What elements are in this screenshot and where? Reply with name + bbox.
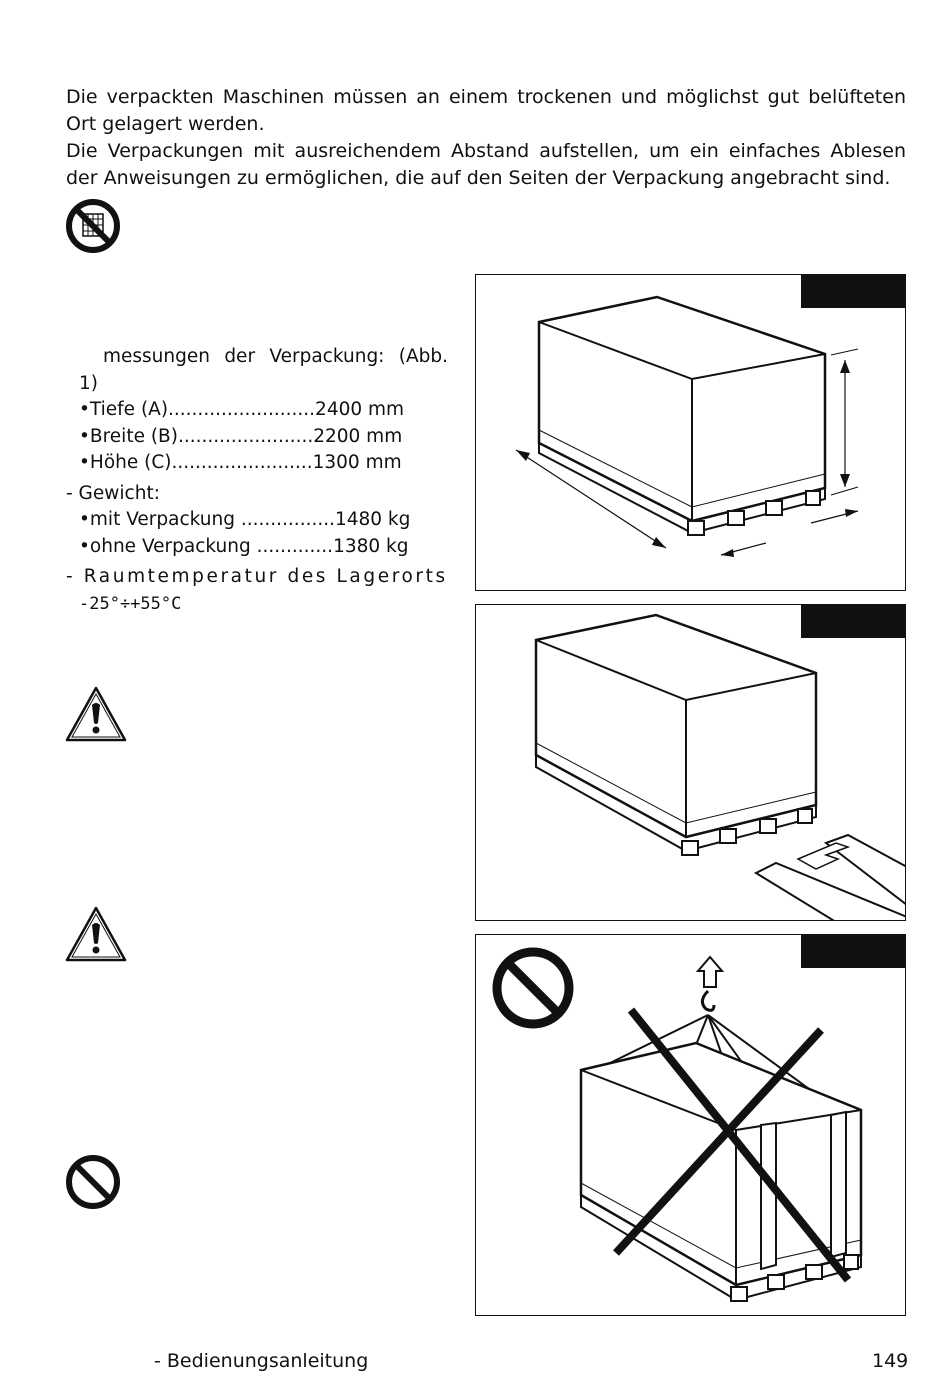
weight-heading: - Gewicht: [66, 482, 160, 504]
intro-paragraph-1: Die verpackten Maschinen müssen an einem… [66, 86, 906, 135]
package-specifications: messungen der Verpackung: (Abb. 1) •Tief… [66, 344, 448, 617]
intro-paragraph-2: Die Verpackungen mit ausreichendem Absta… [66, 140, 906, 189]
height-value: •Höhe (C)........................1300 mm [79, 452, 402, 473]
intro-text: Die verpackten Maschinen müssen an einem… [66, 84, 906, 192]
crane-lifting-prohibited-figure [475, 934, 906, 1316]
packaged-machine-dimensions-figure [475, 274, 906, 591]
dimensions-heading-cont: 1) [79, 372, 98, 394]
depth-value: •Tiefe (A).........................2400 … [79, 399, 405, 420]
warning-icon [64, 905, 128, 967]
figure-number-tag [801, 935, 905, 968]
figure-number-tag [801, 275, 905, 308]
footer-title: - Bedienungsanleitung [154, 1350, 369, 1372]
temperature-range: -25°÷+55°C [79, 593, 182, 614]
forklift-lifting-figure [475, 604, 906, 921]
warning-icon [64, 685, 128, 747]
temperature-heading: - Raumtemperatur des Lagerorts: [66, 566, 448, 587]
prohibition-icon [64, 1153, 122, 1215]
page-number: 149 [872, 1350, 909, 1372]
no-stacking-icon [65, 198, 121, 258]
dimensions-heading: messungen der Verpackung: (Abb. [103, 346, 448, 367]
weight-without-packaging: •ohne Verpackung .............1380 kg [79, 535, 409, 557]
width-value: •Breite (B).......................2200 m… [79, 425, 403, 447]
weight-with-packaging: •mit Verpackung ................1480 kg [79, 509, 411, 530]
figure-number-tag [801, 605, 905, 638]
